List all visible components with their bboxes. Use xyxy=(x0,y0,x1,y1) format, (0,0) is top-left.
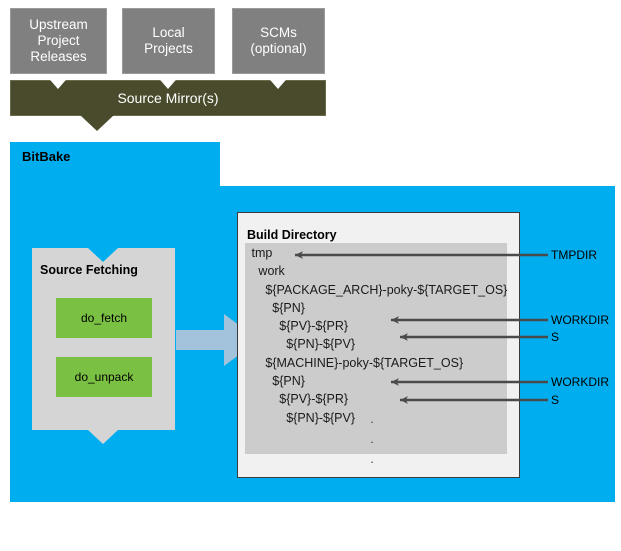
task-label: do_unpack xyxy=(74,370,134,384)
source-box-label: Local Projects xyxy=(144,25,193,56)
source-fetching-panel xyxy=(32,248,175,430)
source-box-label: Upstream Project Releases xyxy=(29,17,88,64)
tree-node: ${PACKAGE_ARCH}-poky-${TARGET_OS} xyxy=(248,282,508,297)
flow-notch-mirror-to-bitbake xyxy=(80,115,114,131)
source-fetching-inlet-notch xyxy=(88,248,118,262)
source-box-local-projects: Local Projects xyxy=(122,8,215,74)
build-directory-title: Build Directory xyxy=(247,228,337,242)
source-mirrors-label: Source Mirror(s) xyxy=(117,90,219,106)
source-fetching-outlet-notch xyxy=(88,430,118,444)
task-box-do-fetch[interactable]: do_fetch xyxy=(56,298,152,338)
annotation-label-s-1: S xyxy=(551,330,560,344)
task-box-do-unpack[interactable]: do_unpack xyxy=(56,357,152,397)
source-box-upstream-project-releases: Upstream Project Releases xyxy=(10,8,107,74)
tree-node: work xyxy=(248,264,285,279)
flow-notch-upstream-to-mirror xyxy=(45,74,71,89)
bitbake-inlet-notch xyxy=(82,142,112,156)
tree-node: ${MACHINE}-poky-${TARGET_OS} xyxy=(248,355,464,370)
task-label: do_fetch xyxy=(80,311,128,325)
build-directory-tree: tmp work ${PACKAGE_ARCH}-poky-${TARGET_O… xyxy=(248,244,508,427)
annotation-label-s-2: S xyxy=(551,393,560,407)
source-box-scms-optional: SCMs (optional) xyxy=(232,8,325,74)
tree-node: ${PV}-${PR} xyxy=(248,392,349,407)
source-fetching-title: Source Fetching xyxy=(40,263,138,277)
bitbake-label: BitBake xyxy=(22,149,71,164)
tree-ellipsis: ··· xyxy=(370,415,375,469)
annotation-label-tmpdir: TMPDIR xyxy=(551,248,597,262)
annotation-label-workdir-2: WORKDIR xyxy=(551,375,609,389)
flow-notch-local-to-mirror xyxy=(155,74,181,89)
annotation-label-workdir-1: WORKDIR xyxy=(551,313,609,327)
tree-node: ${PN} xyxy=(248,300,305,315)
tree-node: ${PN}-${PV} xyxy=(248,410,356,425)
build-directory-tree-background xyxy=(245,243,507,454)
tree-node: tmp xyxy=(248,246,273,260)
flow-notch-scms-to-mirror xyxy=(265,74,291,89)
tree-node: ${PV}-${PR} xyxy=(248,319,349,334)
tree-node: ${PN} xyxy=(248,374,305,389)
source-box-label: SCMs (optional) xyxy=(250,25,307,56)
tree-node: ${PN}-${PV} xyxy=(248,337,356,352)
